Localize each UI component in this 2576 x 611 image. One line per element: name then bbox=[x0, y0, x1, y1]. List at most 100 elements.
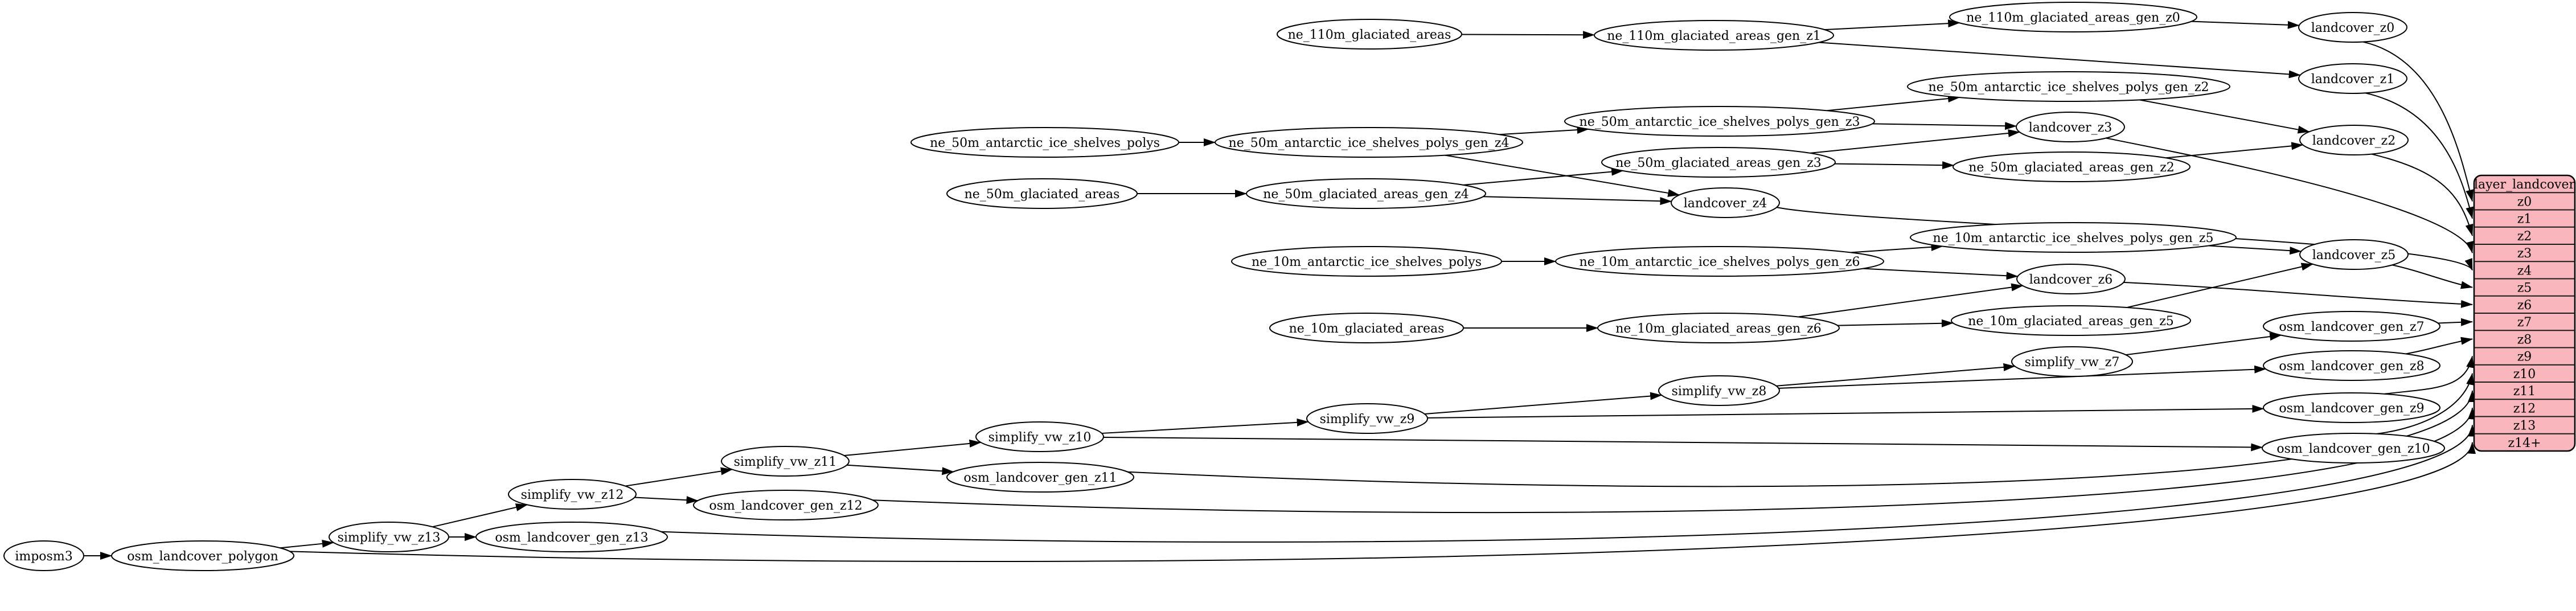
node-osm_landcover_gen_z13: osm_landcover_gen_z13 bbox=[475, 522, 668, 552]
node-osm_landcover_gen_z11: osm_landcover_gen_z11 bbox=[946, 462, 1134, 493]
node-ne_10m_antarctic_ice_shelves_polys_gen_z5: ne_10m_antarctic_ice_shelves_polys_gen_z… bbox=[1910, 222, 2237, 253]
edge-simplify_vw_z8-to-simplify_vw_z7 bbox=[1776, 363, 2016, 387]
node-label-osm_landcover_gen_z10: osm_landcover_gen_z10 bbox=[2276, 442, 2430, 456]
node-ellipse-landcover_z3 bbox=[2016, 112, 2125, 142]
node-label-osm_landcover_gen_z8: osm_landcover_gen_z8 bbox=[2279, 359, 2424, 374]
node-simplify_vw_z11: simplify_vw_z11 bbox=[721, 446, 850, 477]
node-label-imposm3: imposm3 bbox=[15, 550, 72, 564]
node-ellipse-landcover_z0 bbox=[2298, 12, 2407, 43]
node-label-ne_50m_glaciated_areas_gen_z2: ne_50m_glaciated_areas_gen_z2 bbox=[1968, 161, 2175, 175]
node-ellipse-ne_50m_glaciated_areas bbox=[946, 178, 1138, 209]
node-ellipse-osm_landcover_gen_z8 bbox=[2263, 350, 2440, 381]
node-label-osm_landcover_gen_z11: osm_landcover_gen_z11 bbox=[963, 471, 1117, 485]
node-ellipse-osm_landcover_gen_z9 bbox=[2263, 392, 2440, 423]
node-label-landcover_z0: landcover_z0 bbox=[2311, 21, 2395, 35]
node-label-landcover_z3: landcover_z3 bbox=[2029, 121, 2113, 135]
node-ellipse-ne_50m_antarctic_ice_shelves_polys_gen_z2 bbox=[1907, 71, 2230, 102]
node-label-ne_50m_glaciated_areas_gen_z4: ne_50m_glaciated_areas_gen_z4 bbox=[1263, 187, 1469, 202]
table-row-z3: z3 bbox=[2517, 247, 2532, 261]
node-ne_10m_antarctic_ice_shelves_polys_gen_z6: ne_10m_antarctic_ice_shelves_polys_gen_z… bbox=[1555, 246, 1884, 277]
node-label-ne_50m_antarctic_ice_shelves_polys: ne_50m_antarctic_ice_shelves_polys bbox=[930, 136, 1160, 150]
node-label-osm_landcover_polygon: osm_landcover_polygon bbox=[127, 550, 278, 564]
edge-landcover_z2-to-layer-row-z2 bbox=[2371, 153, 2474, 236]
node-label-osm_landcover_gen_z13: osm_landcover_gen_z13 bbox=[495, 531, 648, 545]
edge-ne_110m_glaciated_areas_gen_z1-to-landcover_z1 bbox=[1819, 42, 2301, 79]
edge-osm_landcover_gen_z11-to-layer-row-z11 bbox=[1127, 390, 2476, 487]
node-label-simplify_vw_z13: simplify_vw_z13 bbox=[338, 531, 441, 545]
node-label-landcover_z4: landcover_z4 bbox=[1684, 196, 1767, 211]
edge-ne_10m_antarctic_ice_shelves_polys_gen_z6-to-landcover_z6 bbox=[1863, 268, 2019, 280]
node-ellipse-ne_10m_antarctic_ice_shelves_polys bbox=[1231, 246, 1502, 277]
edge-ne_110m_glaciated_areas_gen_z0-to-landcover_z0 bbox=[2191, 20, 2300, 29]
node-ellipse-ne_10m_glaciated_areas bbox=[1269, 313, 1464, 343]
edge-landcover_z0-to-layer-row-z0 bbox=[2362, 41, 2474, 202]
node-label-ne_50m_antarctic_ice_shelves_polys_gen_z2: ne_50m_antarctic_ice_shelves_polys_gen_z… bbox=[1929, 80, 2209, 95]
node-ellipse-ne_50m_antarctic_ice_shelves_polys bbox=[910, 127, 1179, 158]
node-ellipse-osm_landcover_gen_z12 bbox=[693, 490, 879, 520]
edge-ne_50m_antarctic_ice_shelves_polys_gen_z3-to-ne_50m_antarctic_ice_shelves_polys_gen_z2 bbox=[1827, 95, 1960, 112]
node-landcover_z5: landcover_z5 bbox=[2299, 239, 2409, 270]
node-ellipse-ne_10m_antarctic_ice_shelves_polys_gen_z6 bbox=[1555, 246, 1884, 277]
node-osm_landcover_gen_z8: osm_landcover_gen_z8 bbox=[2263, 350, 2440, 381]
node-label-ne_10m_antarctic_ice_shelves_polys_gen_z6: ne_10m_antarctic_ice_shelves_polys_gen_z… bbox=[1580, 255, 1860, 269]
edge-simplify_vw_z12-to-simplify_vw_z11 bbox=[625, 467, 733, 487]
node-ellipse-simplify_vw_z9 bbox=[1306, 403, 1428, 434]
node-osm_landcover_gen_z7: osm_landcover_gen_z7 bbox=[2263, 311, 2440, 342]
edge-simplify_vw_z12-to-osm_landcover_gen_z12 bbox=[634, 496, 699, 505]
node-simplify_vw_z12: simplify_vw_z12 bbox=[508, 479, 637, 510]
node-ellipse-ne_110m_glaciated_areas_gen_z0 bbox=[1949, 2, 2197, 32]
node-label-ne_110m_glaciated_areas_gen_z0: ne_110m_glaciated_areas_gen_z0 bbox=[1966, 11, 2180, 25]
node-landcover_z1: landcover_z1 bbox=[2298, 63, 2407, 94]
node-ne_10m_antarctic_ice_shelves_polys: ne_10m_antarctic_ice_shelves_polys bbox=[1231, 246, 1502, 277]
node-ellipse-landcover_z2 bbox=[2299, 125, 2409, 155]
edge-landcover_z1-to-layer-row-z1 bbox=[2365, 92, 2474, 219]
edge-ne_10m_antarctic_ice_shelves_polys_gen_z5-to-landcover_z5 bbox=[2208, 245, 2302, 255]
edge-ne_10m_antarctic_ice_shelves_polys_gen_z6-to-ne_10m_antarctic_ice_shelves_polys_gen_z5 bbox=[1851, 243, 1943, 253]
node-label-ne_10m_antarctic_ice_shelves_polys_gen_z5: ne_10m_antarctic_ice_shelves_polys_gen_z… bbox=[1933, 231, 2214, 245]
node-label-ne_50m_glaciated_areas: ne_50m_glaciated_areas bbox=[965, 187, 1120, 202]
edge-osm_landcover_gen_z10-to-layer-row-z10 bbox=[2376, 372, 2474, 434]
edge-simplify_vw_z9-to-osm_landcover_gen_z9 bbox=[1427, 404, 2265, 419]
node-ellipse-simplify_vw_z7 bbox=[2011, 346, 2133, 377]
edge-ne_50m_glaciated_areas_gen_z4-to-ne_50m_glaciated_areas_gen_z3 bbox=[1463, 167, 1624, 186]
node-ellipse-ne_50m_glaciated_areas_gen_z3 bbox=[1601, 147, 1836, 178]
node-label-simplify_vw_z10: simplify_vw_z10 bbox=[988, 430, 1092, 445]
node-ne_50m_glaciated_areas_gen_z4: ne_50m_glaciated_areas_gen_z4 bbox=[1246, 178, 1486, 209]
node-ellipse-ne_50m_glaciated_areas_gen_z4 bbox=[1246, 178, 1486, 209]
node-ne_110m_glaciated_areas_gen_z1: ne_110m_glaciated_areas_gen_z1 bbox=[1594, 20, 1834, 51]
node-landcover_z4: landcover_z4 bbox=[1671, 187, 1780, 218]
node-ne_50m_glaciated_areas: ne_50m_glaciated_areas bbox=[946, 178, 1138, 209]
node-simplify_vw_z9: simplify_vw_z9 bbox=[1306, 403, 1428, 434]
edge-osm_landcover_gen_z7-to-layer-row-z7 bbox=[2438, 318, 2473, 326]
node-simplify_vw_z7: simplify_vw_z7 bbox=[2011, 346, 2133, 377]
node-ellipse-ne_10m_glaciated_areas_gen_z6 bbox=[1597, 313, 1840, 343]
layer-landcover-table: layer_landcoverz0z1z2z3z4z5z6z7z8z9z10z1… bbox=[2473, 174, 2576, 452]
edge-ne_10m_glaciated_areas_gen_z6-to-ne_10m_glaciated_areas_gen_z5 bbox=[1837, 319, 1954, 327]
edge-simplify_vw_z11-to-simplify_vw_z10 bbox=[844, 439, 982, 457]
edge-osm_landcover_polygon-to-simplify_vw_z13 bbox=[280, 539, 334, 549]
edge-simplify_vw_z7-to-osm_landcover_gen_z7 bbox=[2126, 333, 2282, 356]
edge-osm_landcover_polygon-to-layer-row-z14+ bbox=[289, 441, 2476, 562]
edge-ne_50m_antarctic_ice_shelves_polys_gen_z2-to-landcover_z2 bbox=[2139, 99, 2310, 134]
edge-simplify_vw_z9-to-simplify_vw_z8 bbox=[1424, 392, 1663, 415]
node-label-ne_10m_glaciated_areas_gen_z6: ne_10m_glaciated_areas_gen_z6 bbox=[1615, 322, 1822, 336]
table-row-z6: z6 bbox=[2517, 298, 2532, 313]
node-label-ne_50m_antarctic_ice_shelves_polys_gen_z3: ne_50m_antarctic_ice_shelves_polys_gen_z… bbox=[1580, 115, 1860, 129]
node-ellipse-simplify_vw_z12 bbox=[508, 479, 637, 510]
edge-landcover_z5-to-layer-row-z5 bbox=[2392, 264, 2473, 289]
edge-ne_50m_glaciated_areas_gen_z3-to-landcover_z3 bbox=[1810, 129, 2020, 154]
node-landcover_z6: landcover_z6 bbox=[2016, 264, 2126, 294]
edge-ne_110m_glaciated_areas_gen_z1-to-ne_110m_glaciated_areas_gen_z0 bbox=[1824, 19, 1960, 31]
node-landcover_z0: landcover_z0 bbox=[2298, 12, 2407, 43]
node-label-landcover_z5: landcover_z5 bbox=[2312, 248, 2396, 263]
node-landcover_z3: landcover_z3 bbox=[2016, 112, 2125, 142]
table-row-z4: z4 bbox=[2517, 264, 2532, 278]
node-ne_10m_glaciated_areas_gen_z6: ne_10m_glaciated_areas_gen_z6 bbox=[1597, 313, 1840, 343]
table-row-z1: z1 bbox=[2517, 212, 2532, 227]
node-ellipse-imposm3 bbox=[3, 540, 84, 571]
edge-ne_10m_glaciated_areas_gen_z5-to-landcover_z5 bbox=[2127, 263, 2314, 309]
node-label-simplify_vw_z11: simplify_vw_z11 bbox=[734, 455, 837, 469]
node-ellipse-osm_landcover_gen_z10 bbox=[2262, 433, 2445, 464]
node-ne_50m_glaciated_areas_gen_z3: ne_50m_glaciated_areas_gen_z3 bbox=[1601, 147, 1836, 178]
